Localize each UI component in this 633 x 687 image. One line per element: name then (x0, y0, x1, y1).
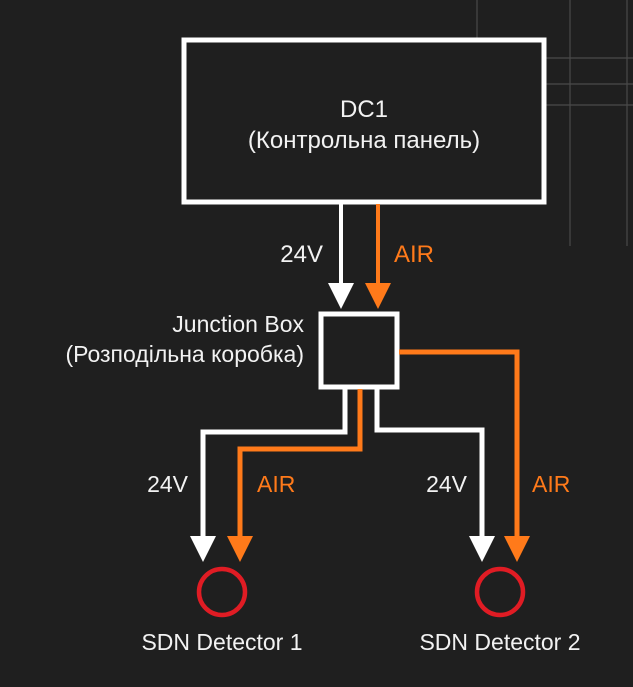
main-air-line (365, 204, 391, 309)
branch1-air-line (227, 389, 363, 562)
junction-box[interactable] (318, 311, 400, 390)
arrow-down-icon (365, 283, 391, 309)
control-panel-box[interactable] (181, 37, 547, 205)
detector-ring-icon (196, 566, 248, 618)
branch1-power-line (190, 389, 348, 562)
junction-box-subtitle: (Розподільна коробка) (65, 341, 304, 367)
detector-2[interactable]: SDN Detector 2 (419, 566, 581, 655)
arrow-down-icon (469, 536, 495, 562)
detector-1[interactable]: SDN Detector 1 (141, 566, 303, 655)
branch2-power-label: 24V (426, 471, 468, 497)
main-power-line (328, 204, 354, 309)
main-air-label: AIR (394, 241, 434, 268)
detector-ring-icon (474, 566, 526, 618)
control-panel-title: DC1 (340, 96, 388, 123)
branch1-air-label: AIR (257, 471, 295, 497)
main-power-label: 24V (280, 241, 323, 268)
arrow-down-icon (190, 536, 216, 562)
branch2-power-line (374, 389, 495, 562)
background-grid (476, 0, 633, 246)
detector-label: SDN Detector 2 (419, 629, 580, 655)
arrow-down-icon (328, 283, 354, 309)
branch2-air-line (399, 349, 530, 562)
arrow-down-icon (227, 536, 253, 562)
junction-box-title: Junction Box (172, 311, 304, 337)
detector-label: SDN Detector 1 (141, 629, 302, 655)
branch2-air-label: AIR (532, 471, 570, 497)
control-panel-subtitle: (Контрольна панель) (248, 127, 480, 154)
branch1-power-label: 24V (147, 471, 189, 497)
arrow-down-icon (504, 536, 530, 562)
